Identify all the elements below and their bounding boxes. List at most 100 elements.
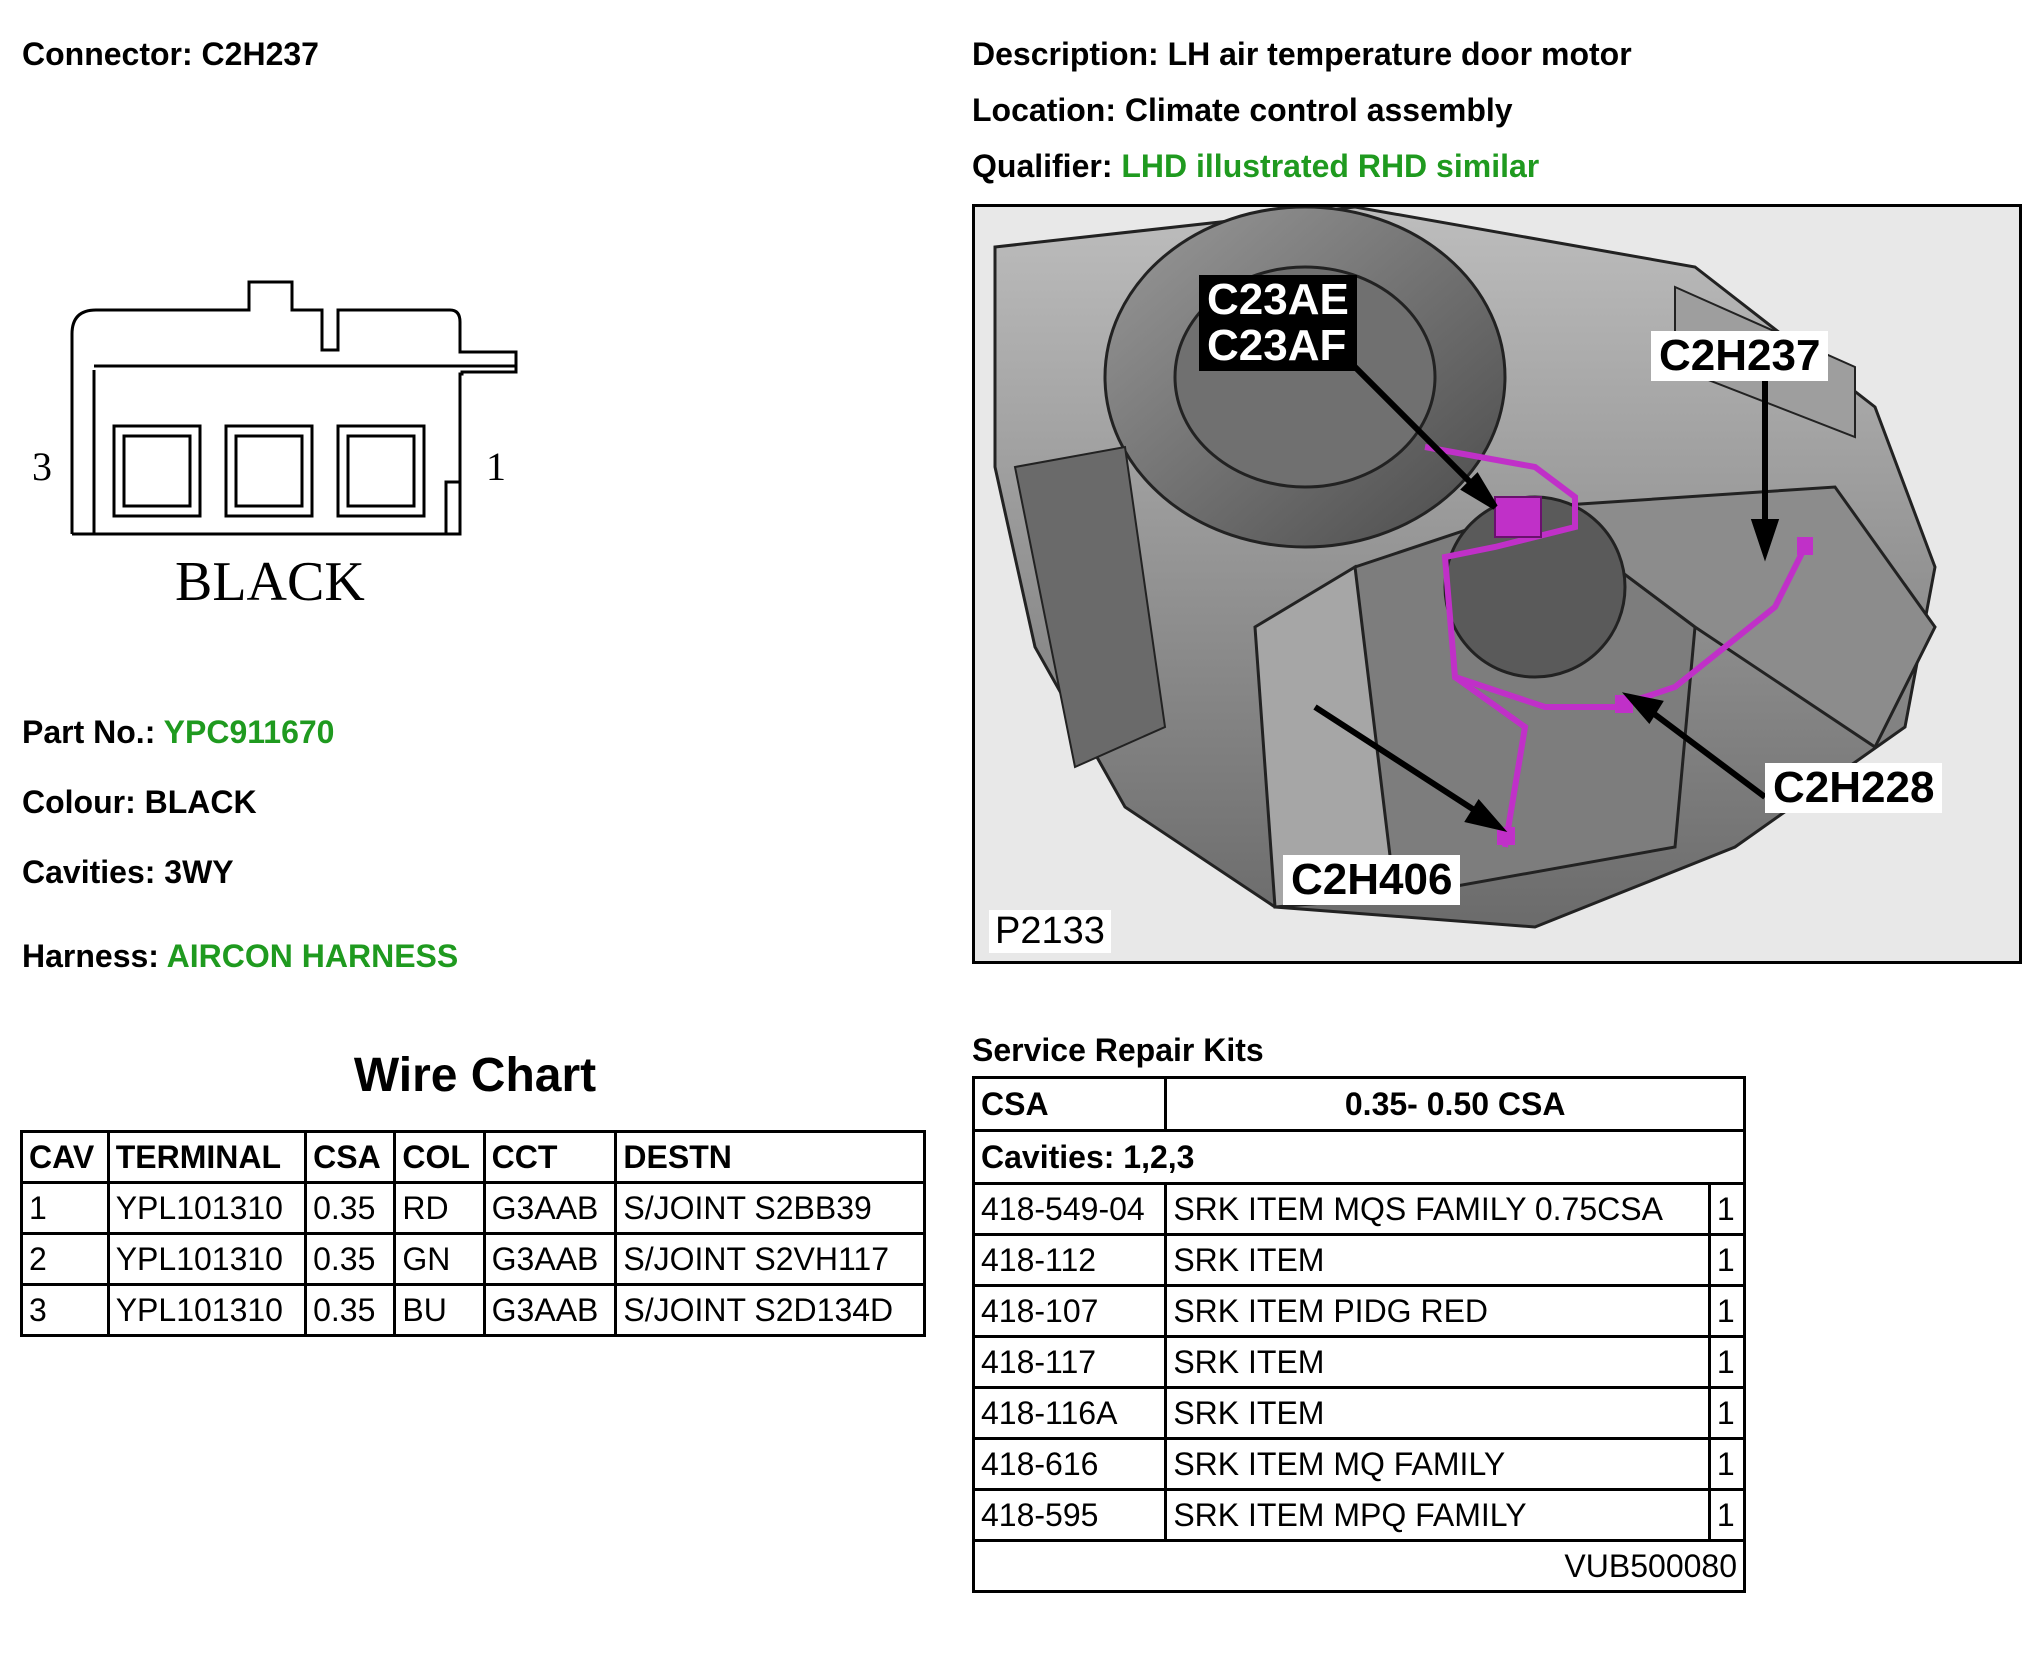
kit-number-cell[interactable]: 418-616 bbox=[975, 1440, 1165, 1488]
cavities-line: Cavities: 3WY bbox=[22, 852, 234, 892]
harness-line: Harness: AIRCON HARNESS bbox=[22, 936, 458, 976]
wire-header-col: COL bbox=[396, 1133, 483, 1181]
harness-value[interactable]: AIRCON HARNESS bbox=[166, 938, 459, 974]
table-row: 418-112 SRK ITEM 1 bbox=[975, 1236, 1743, 1284]
table-row: 3 YPL101310 0.35 BU G3AAB S/JOINT S2D134… bbox=[23, 1286, 923, 1334]
terminal-cell[interactable]: YPL101310 bbox=[109, 1184, 305, 1232]
pin-label-1: 1 bbox=[486, 444, 506, 489]
table-row: 418-549-04 SRK ITEM MQS FAMILY 0.75CSA 1 bbox=[975, 1185, 1743, 1233]
srk-cavities-row: Cavities: 1,2,3 bbox=[975, 1132, 1743, 1182]
kit-qty-cell: 1 bbox=[1710, 1440, 1743, 1488]
wire-header-cct: CCT bbox=[485, 1133, 615, 1181]
kit-desc-cell: SRK ITEM PIDG RED bbox=[1167, 1287, 1708, 1335]
destn-cell[interactable]: S/JOINT S2BB39 bbox=[617, 1184, 923, 1232]
cav-cell: 1 bbox=[23, 1184, 107, 1232]
kit-desc-cell: SRK ITEM bbox=[1167, 1236, 1708, 1284]
kit-qty-cell: 1 bbox=[1710, 1287, 1743, 1335]
wire-header-terminal: TERMINAL bbox=[109, 1133, 305, 1181]
kit-desc-cell: SRK ITEM MQS FAMILY 0.75CSA bbox=[1167, 1185, 1708, 1233]
kit-desc-cell: SRK ITEM MQ FAMILY bbox=[1167, 1440, 1708, 1488]
part-no-line: Part No.: YPC911670 bbox=[22, 712, 334, 752]
qualifier-line: Qualifier: LHD illustrated RHD similar bbox=[972, 146, 1539, 186]
connector-line: Connector: C2H237 bbox=[22, 34, 319, 74]
callout-c2h237: C2H237 bbox=[1651, 331, 1829, 381]
qualifier-label: Qualifier: bbox=[972, 148, 1113, 184]
location-line: Location: Climate control assembly bbox=[972, 90, 1513, 130]
cct-cell: G3AAB bbox=[485, 1235, 615, 1283]
wire-chart-table: CAV TERMINAL CSA COL CCT DESTN 1 YPL1013… bbox=[20, 1130, 926, 1337]
wire-header-destn: DESTN bbox=[617, 1133, 923, 1181]
harness-label: Harness: bbox=[22, 938, 159, 974]
pin-label-3: 3 bbox=[32, 444, 52, 489]
connector-label: Connector: bbox=[22, 36, 193, 72]
cav-cell: 3 bbox=[23, 1286, 107, 1334]
terminal-cell[interactable]: YPL101310 bbox=[109, 1235, 305, 1283]
callout-c23ae: C23AE C23AF bbox=[1199, 275, 1357, 371]
description-line: Description: LH air temperature door mot… bbox=[972, 34, 1632, 74]
table-row: 2 YPL101310 0.35 GN G3AAB S/JOINT S2VH11… bbox=[23, 1235, 923, 1283]
connector-face-diagram: 3 1 BLACK bbox=[32, 280, 518, 613]
kit-desc-cell: SRK ITEM MPQ FAMILY bbox=[1167, 1491, 1708, 1539]
photo-id: P2133 bbox=[989, 910, 1111, 953]
colour-line: Colour: BLACK bbox=[22, 782, 257, 822]
location-photo: C23AE C23AF C2H237 C2H228 C2H406 P2133 bbox=[972, 204, 2022, 964]
terminal-cell[interactable]: YPL101310 bbox=[109, 1286, 305, 1334]
wire-chart-title: Wire Chart bbox=[353, 1049, 597, 1102]
part-no-value[interactable]: YPC911670 bbox=[163, 714, 335, 750]
colour-value: BLACK bbox=[144, 784, 257, 820]
callout-c23af-text: C23AF bbox=[1207, 321, 1347, 370]
cavities-value: 3WY bbox=[164, 854, 234, 890]
kit-number-cell[interactable]: 418-116A bbox=[975, 1389, 1165, 1437]
srk-csa-value: 0.35- 0.50 CSA bbox=[1167, 1079, 1743, 1129]
kit-desc-cell: SRK ITEM bbox=[1167, 1389, 1708, 1437]
srk-csa-label: CSA bbox=[975, 1079, 1165, 1129]
part-no-label: Part No.: bbox=[22, 714, 156, 750]
table-row: 1 YPL101310 0.35 RD G3AAB S/JOINT S2BB39 bbox=[23, 1184, 923, 1232]
table-row: 418-117 SRK ITEM 1 bbox=[975, 1338, 1743, 1386]
description-label: Description: bbox=[972, 36, 1159, 72]
col-cell: GN bbox=[396, 1235, 483, 1283]
kit-number-cell[interactable]: 418-107 bbox=[975, 1287, 1165, 1335]
kit-qty-cell: 1 bbox=[1710, 1338, 1743, 1386]
callout-c2h406: C2H406 bbox=[1283, 855, 1461, 905]
diagram-colour-label: BLACK bbox=[175, 551, 365, 613]
table-row: 418-116A SRK ITEM 1 bbox=[975, 1389, 1743, 1437]
qualifier-value[interactable]: LHD illustrated RHD similar bbox=[1121, 148, 1540, 184]
srk-csa-row: CSA 0.35- 0.50 CSA bbox=[975, 1079, 1743, 1129]
kit-qty-cell: 1 bbox=[1710, 1389, 1743, 1437]
wire-chart-header-row: CAV TERMINAL CSA COL CCT DESTN bbox=[23, 1133, 923, 1181]
col-cell: RD bbox=[396, 1184, 483, 1232]
srk-footer: VUB500080 bbox=[975, 1542, 1743, 1590]
kit-qty-cell: 1 bbox=[1710, 1185, 1743, 1233]
csa-cell: 0.35 bbox=[307, 1235, 394, 1283]
kit-number-cell[interactable]: 418-112 bbox=[975, 1236, 1165, 1284]
table-row: 418-595 SRK ITEM MPQ FAMILY 1 bbox=[975, 1491, 1743, 1539]
kit-number-cell[interactable]: 418-549-04 bbox=[975, 1185, 1165, 1233]
callout-c23ae-text: C23AE bbox=[1207, 275, 1349, 324]
cavities-label: Cavities: bbox=[22, 854, 156, 890]
srk-footer-row: VUB500080 bbox=[975, 1542, 1743, 1590]
colour-label: Colour: bbox=[22, 784, 136, 820]
table-row: 418-107 SRK ITEM PIDG RED 1 bbox=[975, 1287, 1743, 1335]
csa-cell: 0.35 bbox=[307, 1286, 394, 1334]
csa-cell: 0.35 bbox=[307, 1184, 394, 1232]
destn-cell[interactable]: S/JOINT S2D134D bbox=[617, 1286, 923, 1334]
cav-cell: 2 bbox=[23, 1235, 107, 1283]
cct-cell: G3AAB bbox=[485, 1184, 615, 1232]
location-value: Climate control assembly bbox=[1124, 92, 1513, 128]
wire-header-csa: CSA bbox=[307, 1133, 394, 1181]
destn-cell[interactable]: S/JOINT S2VH117 bbox=[617, 1235, 923, 1283]
kit-number-cell[interactable]: 418-117 bbox=[975, 1338, 1165, 1386]
location-label: Location: bbox=[972, 92, 1116, 128]
kit-number-cell[interactable]: 418-595 bbox=[975, 1491, 1165, 1539]
srk-cavities: Cavities: 1,2,3 bbox=[975, 1132, 1743, 1182]
wire-header-cav: CAV bbox=[23, 1133, 107, 1181]
callout-c2h228: C2H228 bbox=[1765, 763, 1943, 813]
srk-table: CSA 0.35- 0.50 CSA Cavities: 1,2,3 418-5… bbox=[972, 1076, 1746, 1593]
table-row: 418-616 SRK ITEM MQ FAMILY 1 bbox=[975, 1440, 1743, 1488]
cct-cell: G3AAB bbox=[485, 1286, 615, 1334]
connector-value: C2H237 bbox=[201, 36, 319, 72]
description-value: LH air temperature door motor bbox=[1167, 36, 1632, 72]
col-cell: BU bbox=[396, 1286, 483, 1334]
srk-title: Service Repair Kits bbox=[972, 1032, 1264, 1068]
